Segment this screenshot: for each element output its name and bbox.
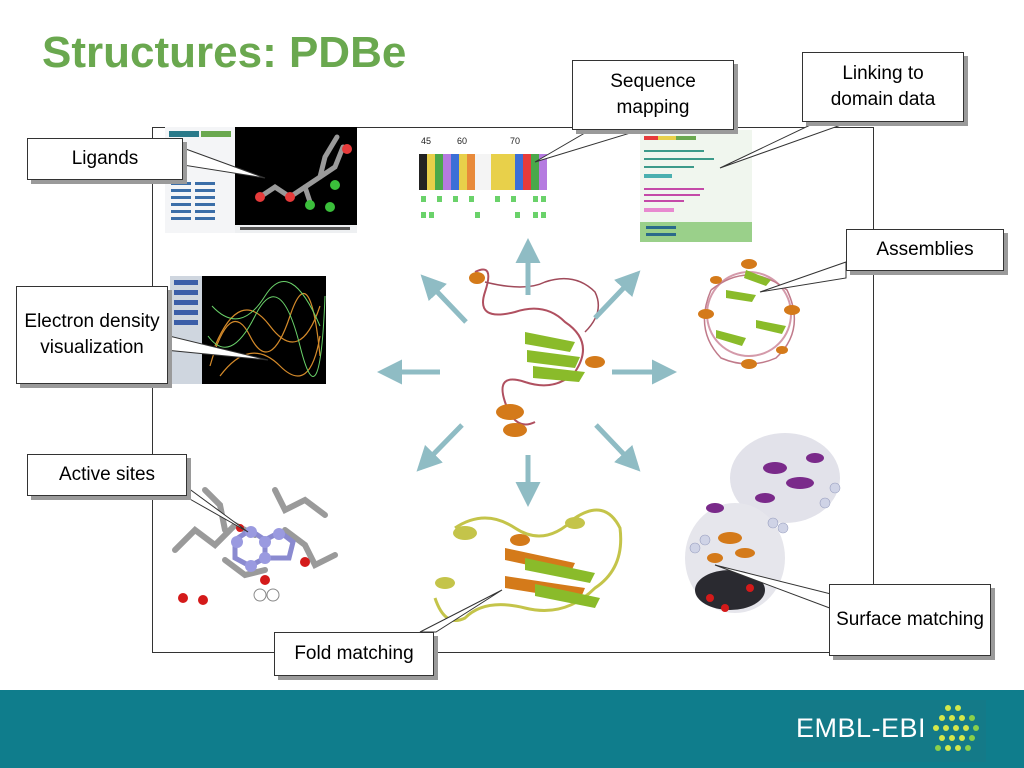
callout-sequence-mapping: Sequence mapping: [572, 60, 734, 130]
callout-surface-matching: Surface matching: [829, 584, 991, 656]
callout-active-sites: Active sites: [27, 454, 187, 496]
footer-label: EBI Overview: [62, 26, 135, 40]
fold-matching-image: [433, 508, 623, 622]
electron-density-panel: [170, 276, 326, 384]
callout-electron-density: Electron density visualization: [16, 286, 168, 384]
surface-matching-image: [685, 433, 841, 613]
callout-linking-domain-data: Linking to domain data: [802, 52, 964, 122]
page-number: 31: [19, 26, 33, 40]
active-sites-image: [172, 487, 338, 605]
electron-density-image: [170, 276, 326, 384]
embl-ebi-logo: [790, 700, 986, 762]
central-protein-structure: [455, 262, 615, 452]
active-sites-panel: [165, 470, 340, 612]
sequence-alignment-image: 45 60 70: [419, 136, 547, 218]
central-protein-image: [469, 268, 605, 437]
ligand-viewer-image: [165, 127, 357, 233]
ligand-viewer-panel: [165, 127, 357, 233]
surface-matching-panel: [675, 428, 845, 626]
embl-ebi-logo-mark: [933, 705, 979, 751]
domain-data-panel: [640, 130, 752, 242]
alignment-position-45: 45: [421, 136, 431, 146]
callout-fold-matching: Fold matching: [274, 632, 434, 676]
domain-data-image: [640, 136, 752, 242]
slide-title: Structures: PDBe: [42, 28, 407, 77]
fold-matching-panel: [425, 488, 637, 630]
callout-ligands: Ligands: [27, 138, 183, 180]
callout-assemblies: Assemblies: [846, 229, 1004, 271]
sequence-alignment-panel: 45 60 70: [415, 132, 565, 224]
assemblies-image: [698, 259, 800, 369]
assemblies-panel: [686, 250, 812, 378]
alignment-position-60: 60: [457, 136, 467, 146]
embl-ebi-logo-text: EMBL-EBI: [796, 713, 927, 743]
alignment-position-70: 70: [510, 136, 520, 146]
